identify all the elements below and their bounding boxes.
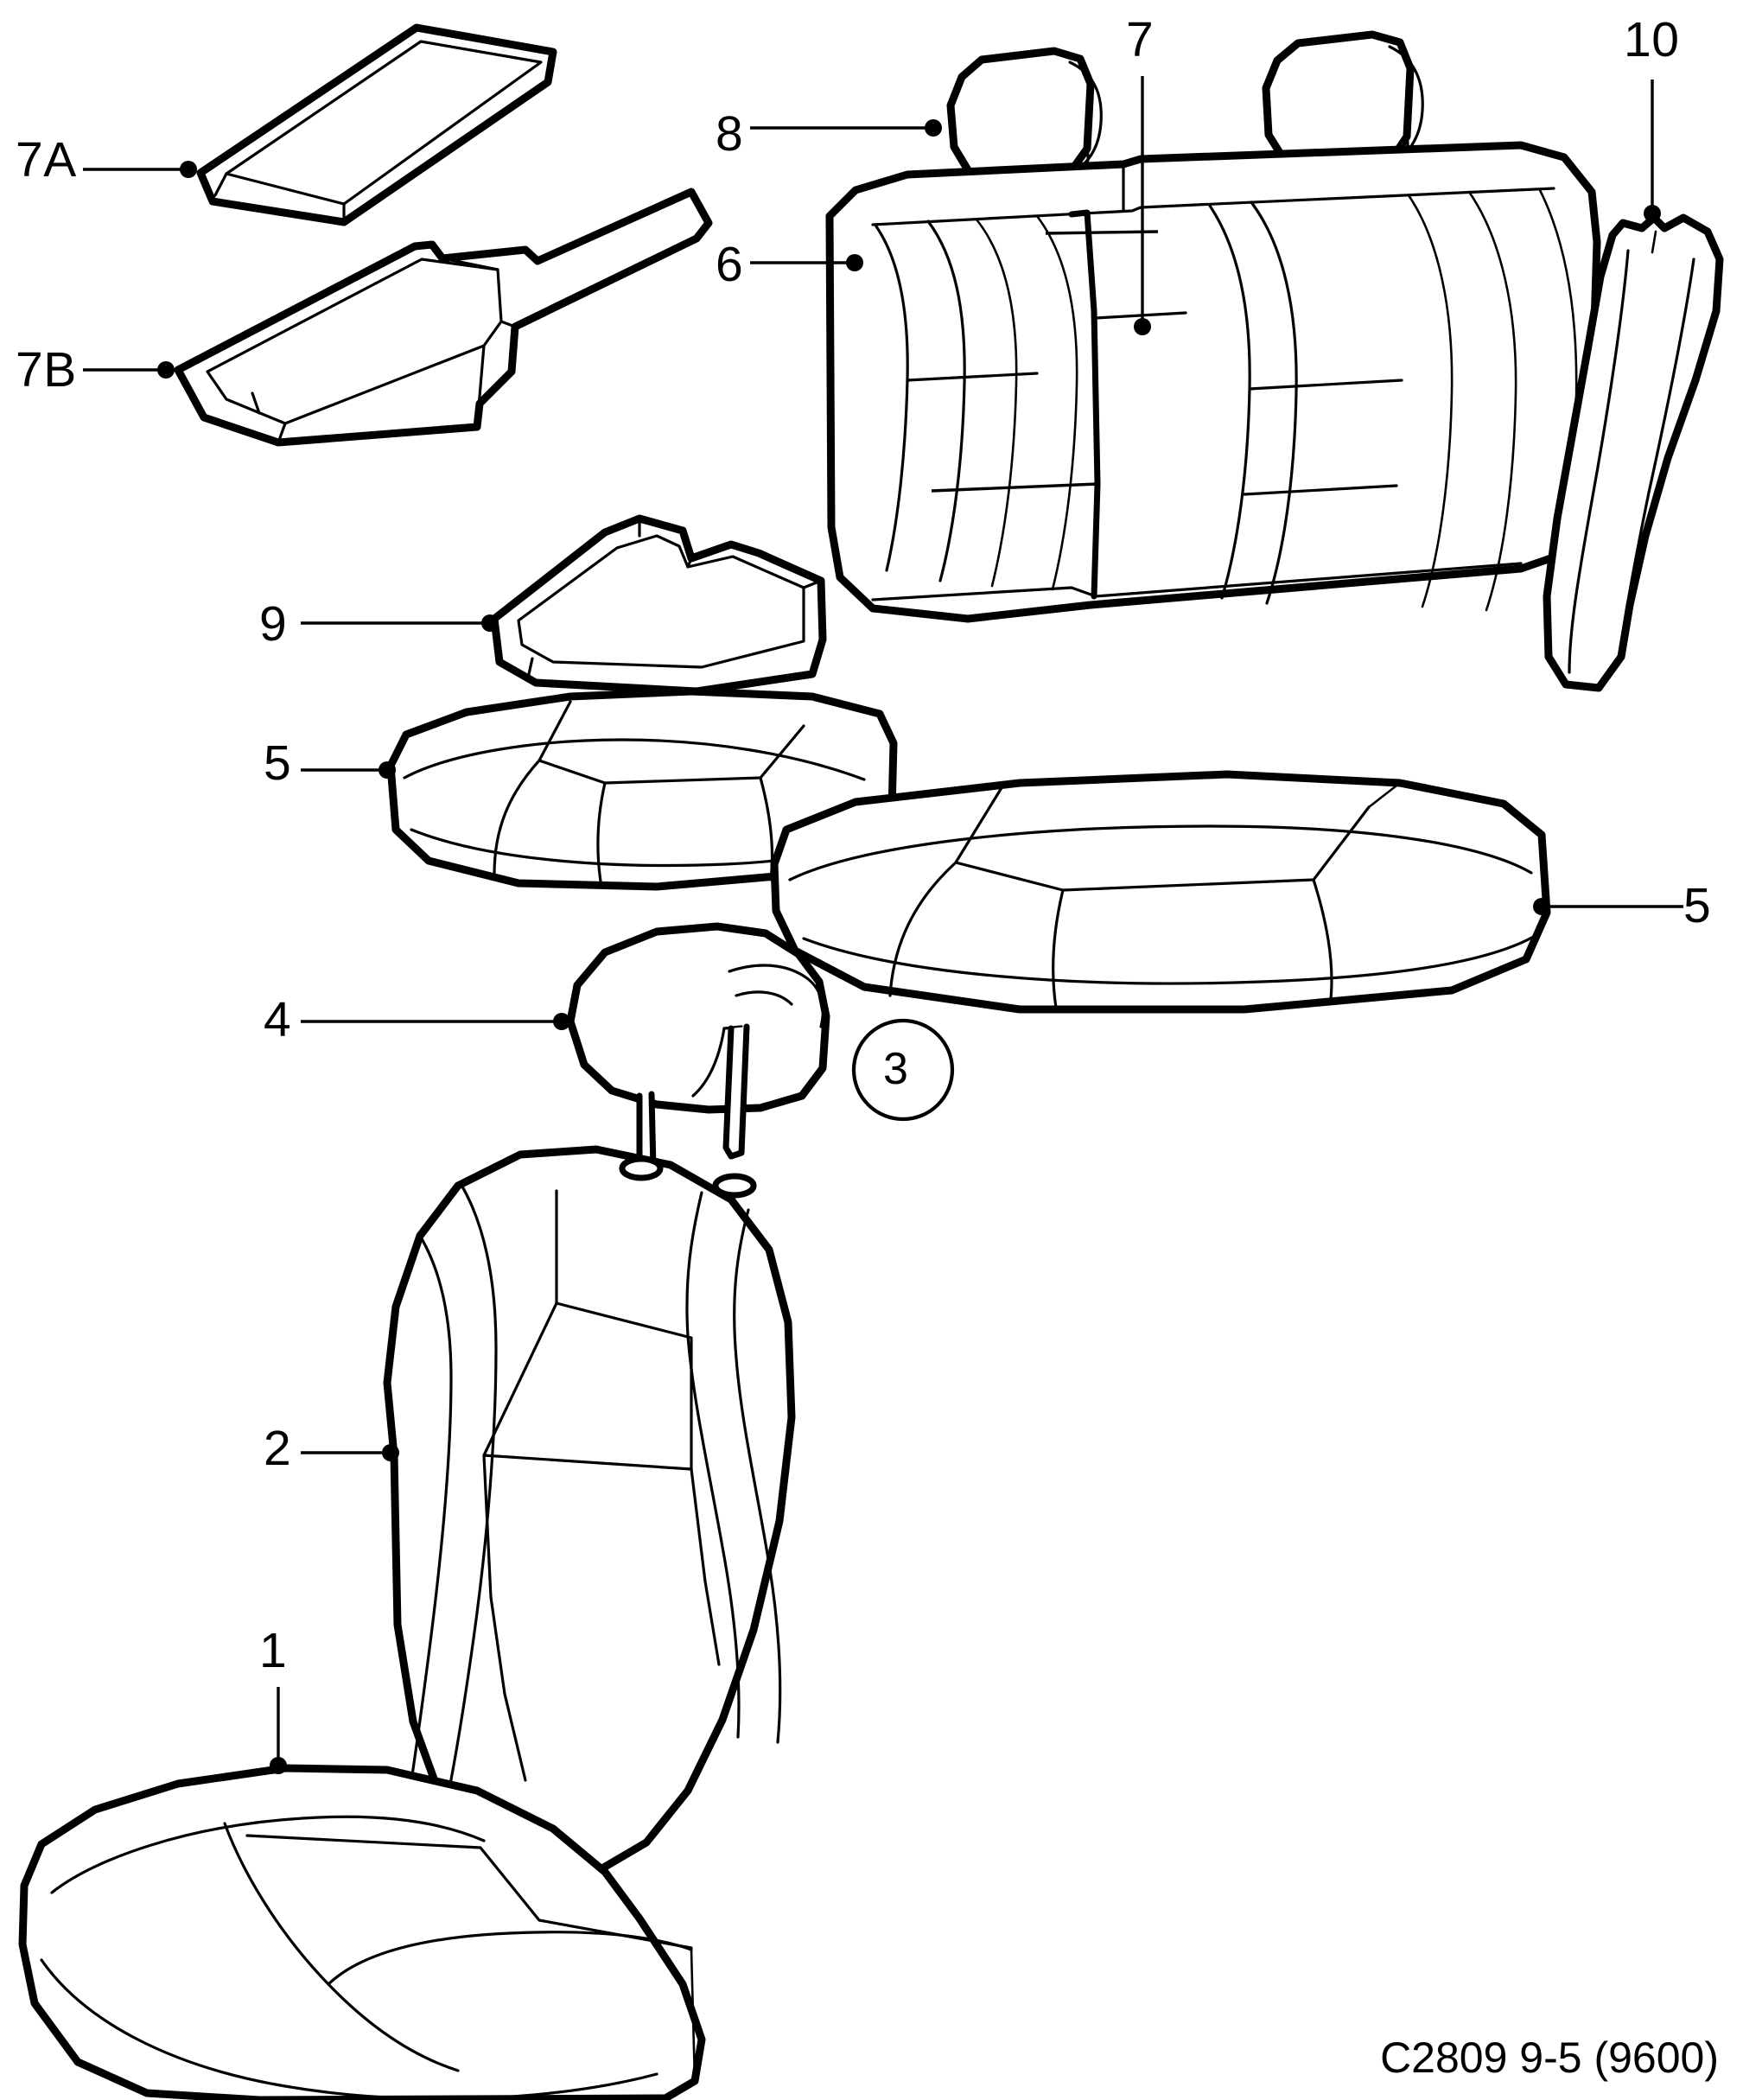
part-8-rear-head-restraint-left [946, 47, 1103, 186]
callout-label-9[interactable]: 9 [259, 596, 288, 652]
callout-label-6[interactable]: 6 [716, 237, 744, 292]
part-10-rear-seat-side-bolster [1543, 213, 1724, 692]
callout-label-7a[interactable]: 7A [16, 132, 77, 188]
figure-caption: C2809 9-5 (9600) [1380, 2033, 1719, 2082]
callout-label-5-right[interactable]: 5 [1683, 878, 1712, 933]
part-7b-rear-parcel-panel-tray [174, 188, 713, 447]
leaders [83, 76, 1683, 1774]
callout-label-4[interactable]: 4 [264, 992, 292, 1047]
part-6-7-rear-seat-back [825, 141, 1601, 623]
callout-label-5-left[interactable]: 5 [264, 735, 292, 791]
part-9-rear-centre-armrest [490, 514, 827, 696]
part-4-front-head-restraint [566, 922, 830, 1177]
callout-label-1[interactable]: 1 [259, 1623, 288, 1678]
callout-label-3[interactable]: 3 [883, 1044, 909, 1094]
part-1-front-seat-cushion-cover [18, 1764, 706, 2100]
callout-label-7b[interactable]: 7B [16, 342, 77, 398]
part-2-front-seat-back-cover [383, 1145, 796, 1878]
callout-label-8[interactable]: 8 [716, 106, 744, 162]
rear-back-pointer-strokes [931, 230, 1159, 493]
part-7a-rear-parcel-panel-top-cover [196, 23, 557, 226]
part-5-rear-seat-cushion-right [770, 770, 1551, 1014]
callout-label-7[interactable]: 7 [1126, 12, 1155, 67]
callout-label-2[interactable]: 2 [264, 1421, 292, 1476]
callout-label-10[interactable]: 10 [1624, 12, 1680, 67]
